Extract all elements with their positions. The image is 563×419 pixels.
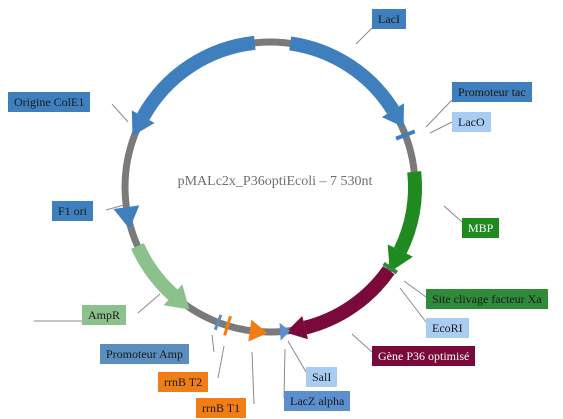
leader-lines (34, 27, 463, 405)
promoteur-tac-leader (425, 99, 453, 128)
lacz-leader (283, 348, 286, 399)
laci-arc[interactable] (289, 36, 399, 114)
label-ampr[interactable]: AmpR (82, 305, 127, 325)
promoteur-tac-mark[interactable] (395, 129, 416, 141)
cole1-arrowhead (131, 110, 155, 136)
f1-ori-arrowhead[interactable] (113, 205, 140, 229)
gene-p36-leader (351, 333, 373, 353)
label-site-xa[interactable]: Site clivage facteur Xa (426, 289, 548, 309)
mbp-leader (443, 205, 463, 223)
label-laco[interactable]: LacO (452, 112, 491, 132)
ampr-arrowhead (163, 284, 190, 310)
mbp-arc[interactable] (393, 171, 422, 254)
ampr-leader-2 (137, 293, 161, 314)
gene-p36-arrowhead (285, 316, 308, 340)
label-rrnb-t1[interactable]: rrnB T1 (196, 398, 247, 418)
label-ecori[interactable]: EcoRI (426, 318, 469, 338)
label-promoteur-amp[interactable]: Promoteur Amp (100, 344, 189, 364)
rrnb-t1-arrowhead[interactable] (248, 319, 268, 342)
laco-leader (429, 121, 453, 134)
label-origine-cole1[interactable]: Origine ColE1 (8, 92, 91, 112)
laci-arrowhead (381, 103, 404, 128)
ampr-arc[interactable] (131, 243, 178, 301)
sali-leader (287, 340, 307, 373)
label-rrnb-t2[interactable]: rrnB T2 (158, 372, 209, 392)
gene-p36-arc[interactable] (303, 266, 395, 335)
label-mbp[interactable]: MBP (462, 218, 500, 238)
cole1-arc[interactable] (137, 35, 256, 121)
mbp-arrowhead (387, 244, 413, 273)
laci-leader (355, 27, 373, 45)
label-gene-p36[interactable]: Gène P36 optimisé (372, 346, 476, 366)
lacz-alpha-arrowhead[interactable] (279, 322, 291, 341)
label-sali[interactable]: SalI (306, 367, 338, 387)
promoteur-amp-leader (211, 334, 215, 353)
label-laci[interactable]: LacI (372, 9, 406, 29)
site-xa-mark[interactable] (382, 262, 399, 275)
cole1-leader (111, 103, 129, 123)
rrnb-t2-mark[interactable] (223, 315, 232, 336)
label-promoteur-tac[interactable]: Promoteur tac (452, 82, 532, 102)
label-f1-ori[interactable]: F1 ori (52, 201, 94, 221)
rrnb-t2-leader (217, 345, 225, 379)
plasmid-title: pMALc2x_P36optiEcoli – 7 530nt (177, 174, 373, 189)
label-lacz-alpha[interactable]: LacZ alpha (284, 391, 351, 411)
promoteur-amp-mark[interactable] (213, 314, 223, 331)
rrnb-t1-leader (251, 351, 255, 405)
ecori-leader (399, 287, 427, 323)
site-xa-leader (403, 280, 427, 298)
f1-ori-leader (105, 204, 125, 211)
